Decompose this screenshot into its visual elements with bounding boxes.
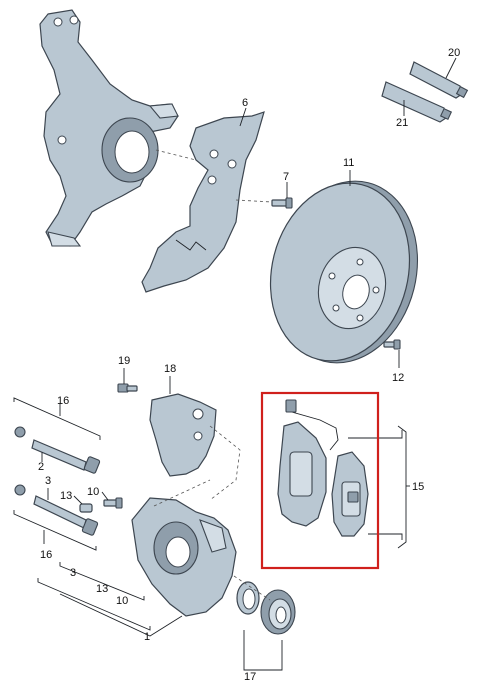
piston-seal[interactable] [236, 581, 260, 615]
steering-knuckle[interactable] [39, 9, 179, 247]
guide-pin-lower[interactable] [14, 484, 99, 536]
brake-caliper[interactable] [131, 497, 237, 617]
callout-12: 12 [392, 372, 404, 384]
callout-2: 2 [38, 461, 44, 473]
screw-12[interactable] [383, 339, 401, 350]
callout-18: 18 [164, 363, 176, 375]
callout-3-upper: 3 [45, 475, 51, 487]
knuckle-leader [155, 149, 197, 161]
leader-20 [445, 57, 457, 79]
callout-20: 20 [448, 47, 460, 59]
piston-boot[interactable] [260, 589, 296, 635]
callout-13-lower: 13 [96, 583, 108, 595]
callout-6: 6 [242, 97, 248, 109]
bracket-16-upper [13, 397, 101, 440]
splash-shield[interactable] [141, 111, 265, 293]
bolt-19[interactable] [117, 383, 138, 393]
callout-3-lower: 3 [70, 567, 76, 579]
callout-1: 1 [144, 631, 150, 643]
guide-pin-upper[interactable] [14, 426, 101, 474]
callout-10-upper: 10 [87, 486, 99, 498]
bleed-valve-10[interactable] [103, 497, 123, 509]
callout-7: 7 [283, 171, 289, 183]
bracket-17 [243, 630, 283, 671]
callout-21: 21 [396, 117, 408, 129]
leader-10-upper [101, 491, 109, 501]
seal-dash [233, 575, 271, 601]
leader-15-bottom [368, 533, 403, 540]
caliper-dash [153, 479, 211, 507]
brake-carrier-18[interactable] [149, 393, 217, 477]
brake-disc[interactable] [252, 166, 436, 378]
leader-13-upper [73, 495, 83, 505]
callout-16-upper: 16 [57, 395, 69, 407]
bracket-16-lower [13, 510, 97, 551]
callout-13-upper: 13 [60, 490, 72, 502]
grease-tube-21[interactable] [381, 81, 453, 123]
carrier-dash [209, 425, 241, 501]
callout-11: 11 [343, 157, 354, 169]
leader-6 [239, 107, 247, 127]
leader-15-top [348, 430, 403, 439]
bolt-7[interactable] [271, 197, 293, 209]
callout-15: 15 [412, 481, 424, 493]
dust-cap-13[interactable] [79, 503, 93, 513]
callout-10-lower: 10 [116, 595, 128, 607]
bracket-15 [397, 425, 407, 549]
callout-17: 17 [244, 671, 256, 683]
brake-pad-set[interactable] [277, 399, 369, 537]
bracket-13-lower [37, 578, 151, 631]
highlight-box [260, 391, 380, 570]
bracket-3-lower [59, 562, 145, 601]
bracket-1 [59, 593, 183, 637]
grease-tube-20[interactable] [409, 61, 469, 99]
callout-19: 19 [118, 355, 130, 367]
bolt-7-dash [235, 199, 273, 203]
callout-16-lower: 16 [40, 549, 52, 561]
